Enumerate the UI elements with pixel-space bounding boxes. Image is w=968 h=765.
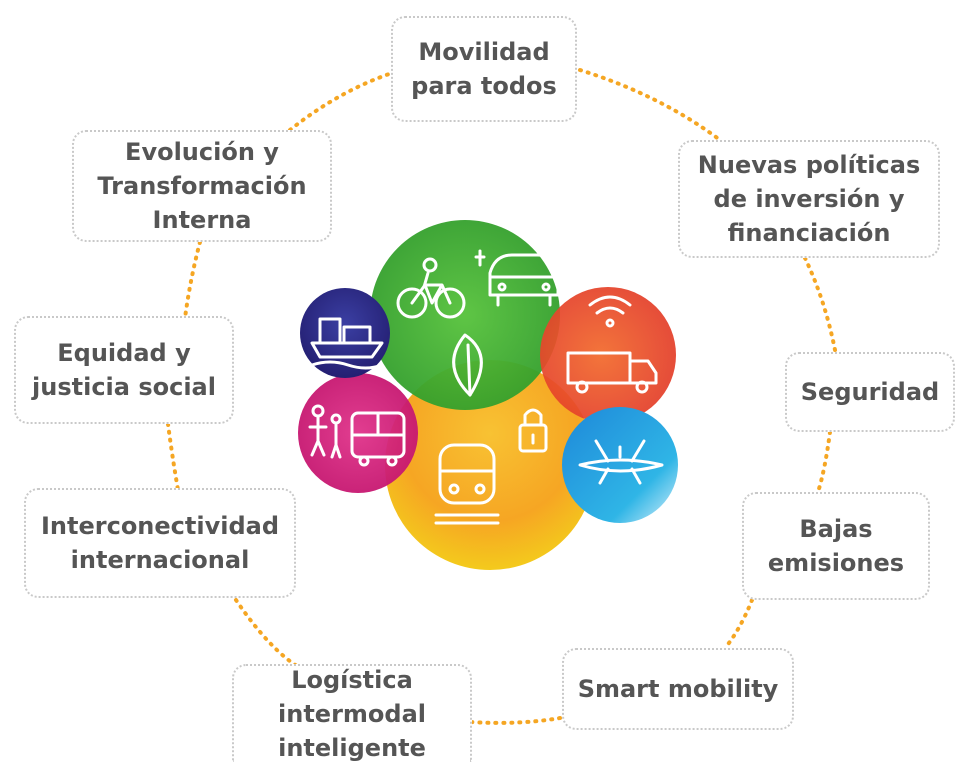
pillar-logistica-intermodal: Logística intermodal inteligente — [232, 664, 472, 762]
pillar-evolucion-transformacion: Evolución y Transformación Interna — [72, 130, 332, 242]
leaf-icon — [452, 333, 483, 397]
green-circle — [370, 220, 560, 410]
blue-circle — [562, 407, 678, 523]
pillar-equidad-justicia-social: Equidad y justicia social — [14, 316, 234, 424]
lock-icon — [518, 408, 548, 453]
train-icon — [434, 443, 500, 525]
yellow-circle — [385, 360, 595, 570]
bicycle-icon — [396, 257, 466, 319]
truck-icon — [566, 351, 658, 394]
airplane-icon — [578, 439, 664, 485]
pedestrian-icon — [308, 404, 342, 459]
connector-path — [166, 68, 837, 725]
ship-icon — [310, 317, 384, 370]
red-circle — [540, 287, 676, 423]
magenta-circle — [298, 373, 418, 493]
wifi-icon — [588, 295, 632, 328]
pillar-bajas-emisiones: Bajas emisiones — [742, 492, 930, 600]
bus-icon — [350, 411, 406, 467]
pillar-movilidad-para-todos: Movilidad para todos — [391, 16, 577, 122]
pillar-seguridad: Seguridad — [785, 352, 955, 432]
pillar-smart-mobility: Smart mobility — [562, 648, 794, 730]
pillar-interconectividad-internacional: Interconectividad internacional — [24, 488, 296, 598]
electric-car-icon — [474, 249, 560, 307]
center-illustration — [298, 220, 678, 570]
pillar-nuevas-politicas-inversion: Nuevas políticas de inversión y financia… — [678, 140, 940, 258]
